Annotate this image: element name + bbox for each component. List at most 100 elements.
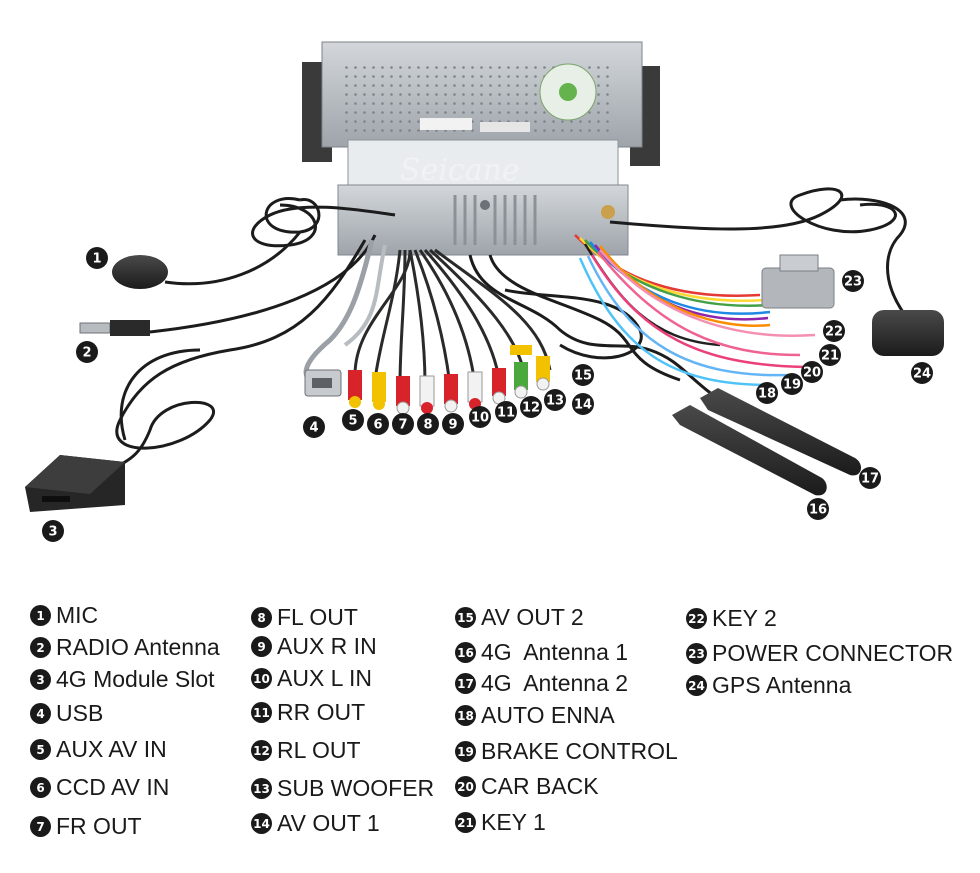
photo-badge-number: 4: [309, 421, 318, 436]
legend-label: RADIO Antenna: [56, 634, 220, 660]
photo-badge-8: 8: [417, 413, 439, 435]
heat-sink: [453, 195, 537, 245]
photo-badge-number: 14: [574, 398, 592, 413]
legend-label: FR OUT: [56, 813, 142, 839]
legend-number-badge: 4: [30, 703, 51, 724]
photo-badge-13: 13: [544, 389, 566, 411]
rca-leads: [353, 248, 552, 386]
photo-badge-number: 20: [803, 366, 821, 381]
legend-label: GPS Antenna: [712, 672, 852, 698]
photo-badge-number: 15: [574, 369, 592, 384]
brand-watermark: Seicane: [400, 153, 520, 188]
photo-badge-number: 12: [522, 401, 540, 416]
legend-label: 4G Module Slot: [56, 666, 215, 692]
photo-badge-15: 15: [572, 364, 594, 386]
radio-antenna-plug: [79, 320, 150, 336]
legend-number-badge: 17: [455, 673, 476, 694]
legend-label: AV OUT 1: [277, 810, 380, 836]
photo-badge-12: 12: [520, 396, 542, 418]
legend-number-badge: 1: [30, 605, 51, 626]
legend-number-badge: 3: [30, 669, 51, 690]
legend-number-badge: 18: [455, 705, 476, 726]
legend-label: AUX AV IN: [56, 736, 167, 762]
photo-badge-23: 23: [842, 270, 864, 292]
photo-badge-4: 4: [303, 416, 325, 438]
photo-badge-number: 23: [844, 275, 862, 290]
photo-badge-24: 24: [911, 362, 933, 384]
photo-badge-21: 21: [819, 344, 841, 366]
photo-badge-number: 1: [92, 252, 101, 267]
4g-module: [25, 455, 125, 512]
photo-badge-22: 22: [823, 320, 845, 342]
head-unit: Seicane: [302, 41, 660, 256]
4g-antennas: [672, 388, 862, 496]
legend-label: MIC: [56, 602, 99, 628]
photo-badge-14: 14: [572, 393, 594, 415]
photo-badge-number: 6: [373, 418, 382, 433]
photo-badge-1: 1: [86, 247, 108, 269]
photo-badge-7: 7: [392, 413, 414, 435]
photo-badge-9: 9: [442, 413, 464, 435]
photo-badge-number: 21: [821, 349, 839, 364]
legend-number-badge: 20: [455, 776, 476, 797]
photo-badge-number: 13: [546, 394, 564, 409]
legend-number-badge: 5: [30, 739, 51, 760]
legend-number-badge: 19: [455, 741, 476, 762]
photo-badge-17: 17: [859, 467, 881, 489]
photo-badge-number: 17: [861, 472, 879, 487]
legend-number-badge: 6: [30, 777, 51, 798]
photo-badge-20: 20: [801, 361, 823, 383]
legend-label: SUB WOOFER: [277, 775, 435, 801]
photo-badge-3: 3: [42, 520, 64, 542]
legend-label: AV OUT 2: [481, 604, 584, 630]
photo-badge-number: 11: [497, 406, 515, 421]
legend-number-badge: 13: [251, 778, 272, 799]
photo-badge-number: 9: [448, 418, 457, 433]
legend-label: KEY 2: [712, 605, 777, 631]
power-harness-wires: [574, 234, 816, 387]
legend-number-badge: 2: [30, 637, 51, 658]
photo-badge-5: 5: [342, 409, 364, 431]
legend-label: AUTO ENNA: [481, 702, 615, 728]
legend-number-badge: 8: [251, 607, 272, 628]
power-connector: [761, 267, 835, 309]
legend-number-badge: 10: [251, 668, 272, 689]
legend-number-badge: 12: [251, 740, 272, 761]
legend-label: KEY 1: [481, 809, 546, 835]
photo-badge-number: 8: [423, 418, 432, 433]
legend-label: AUX L IN: [277, 665, 373, 691]
photo-badge-16: 16: [807, 498, 829, 520]
photo-badge-11: 11: [495, 401, 517, 423]
wiring-diagram: Seicane: [25, 41, 944, 542]
photo-badge-number: 10: [471, 411, 489, 426]
legend-number-badge: 9: [251, 636, 272, 657]
legend-label: CCD AV IN: [56, 774, 170, 800]
legend-number-badge: 23: [686, 643, 707, 664]
legend-number-badge: 15: [455, 607, 476, 628]
legend-label: 4G Antenna 1: [481, 639, 629, 665]
rca-plugs: [348, 345, 550, 415]
photo-badge-number: 5: [348, 414, 357, 429]
legend-label: RR OUT: [277, 699, 366, 725]
legend-label: FL OUT: [277, 604, 358, 630]
photo-badge-number: 24: [913, 367, 931, 382]
